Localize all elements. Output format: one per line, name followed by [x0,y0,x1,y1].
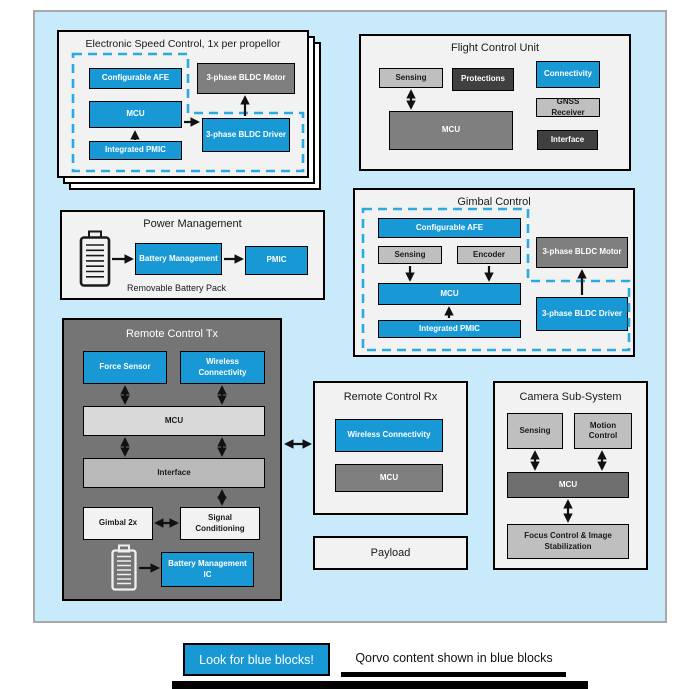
tx-signal-conditioning-block: Signal Conditioning [180,507,260,540]
tx-gimbal-2x-block: Gimbal 2x [83,507,153,540]
fcu-sensing-block: Sensing [379,68,443,88]
removable-battery-pack-label: Removable Battery Pack [127,283,227,293]
esc-mcu-block: MCU [89,101,182,128]
fcu-interface-block: Interface [537,130,598,150]
power-title: Power Management [143,218,242,230]
esc-bldc-driver-block: 3-phase BLDC Driver [202,118,290,152]
tx-force-sensor-block: Force Sensor [83,351,167,384]
power-pmic-block: PMIC [245,246,308,275]
fcu-gnss-receiver-block: GNSS Receiver [536,97,600,117]
remote-rx-title: Remote Control Rx [343,391,438,403]
camera-mcu-block: MCU [507,472,629,498]
gimbal-configurable-afe-block: Configurable AFE [378,218,521,238]
legend-caption: Qorvo content shown in blue blocks [355,651,553,665]
legend-bottom-bar [172,681,588,689]
fcu-mcu-block: MCU [389,111,513,150]
tx-mcu-block: MCU [83,406,265,436]
power-battery-management-block: Battery Management [135,243,222,275]
esc-bldc-motor-block: 3-phase BLDC Motor [197,63,295,94]
esc-configurable-afe-block: Configurable AFE [89,68,182,89]
rx-mcu-block: MCU [335,464,443,492]
fcu-connectivity-block: Connectivity [536,61,600,88]
camera-title: Camera Sub-System [519,391,622,403]
gimbal-sensing-block: Sensing [378,246,442,264]
payload-title: Payload [370,547,411,559]
tx-interface-block: Interface [83,458,265,488]
camera-focus-stabilization-block: Focus Control & Image Stabilization [507,524,629,559]
gimbal-encoder-block: Encoder [457,246,521,264]
battery-icon [79,230,111,287]
gimbal-bldc-motor-block: 3-phase BLDC Motor [536,237,628,268]
legend-underline-bar [341,672,566,677]
rx-wireless-connectivity-block: Wireless Connectivity [335,419,443,452]
tx-wireless-connectivity-block: Wireless Connectivity [180,351,265,384]
fcu-protections-block: Protections [452,68,514,91]
camera-sensing-block: Sensing [507,413,563,449]
gimbal-bldc-driver-block: 3-phase BLDC Driver [536,297,628,331]
esc-integrated-pmic-block: Integrated PMIC [89,141,182,160]
gimbal-mcu-block: MCU [378,283,521,305]
gimbal-title: Gimbal Control [457,196,531,208]
gimbal-integrated-pmic-block: Integrated PMIC [378,320,521,338]
camera-motion-control-block: Motion Control [574,413,632,449]
tx-battery-icon [111,544,137,591]
tx-battery-management-ic-block: Battery Management IC [161,552,254,587]
esc-title: Electronic Speed Control, 1x per propell… [85,38,281,50]
fcu-title: Flight Control Unit [450,42,540,54]
remote-tx-title: Remote Control Tx [125,328,219,340]
payload-box: Payload [313,536,468,570]
legend-blue-badge: Look for blue blocks! [183,643,330,676]
